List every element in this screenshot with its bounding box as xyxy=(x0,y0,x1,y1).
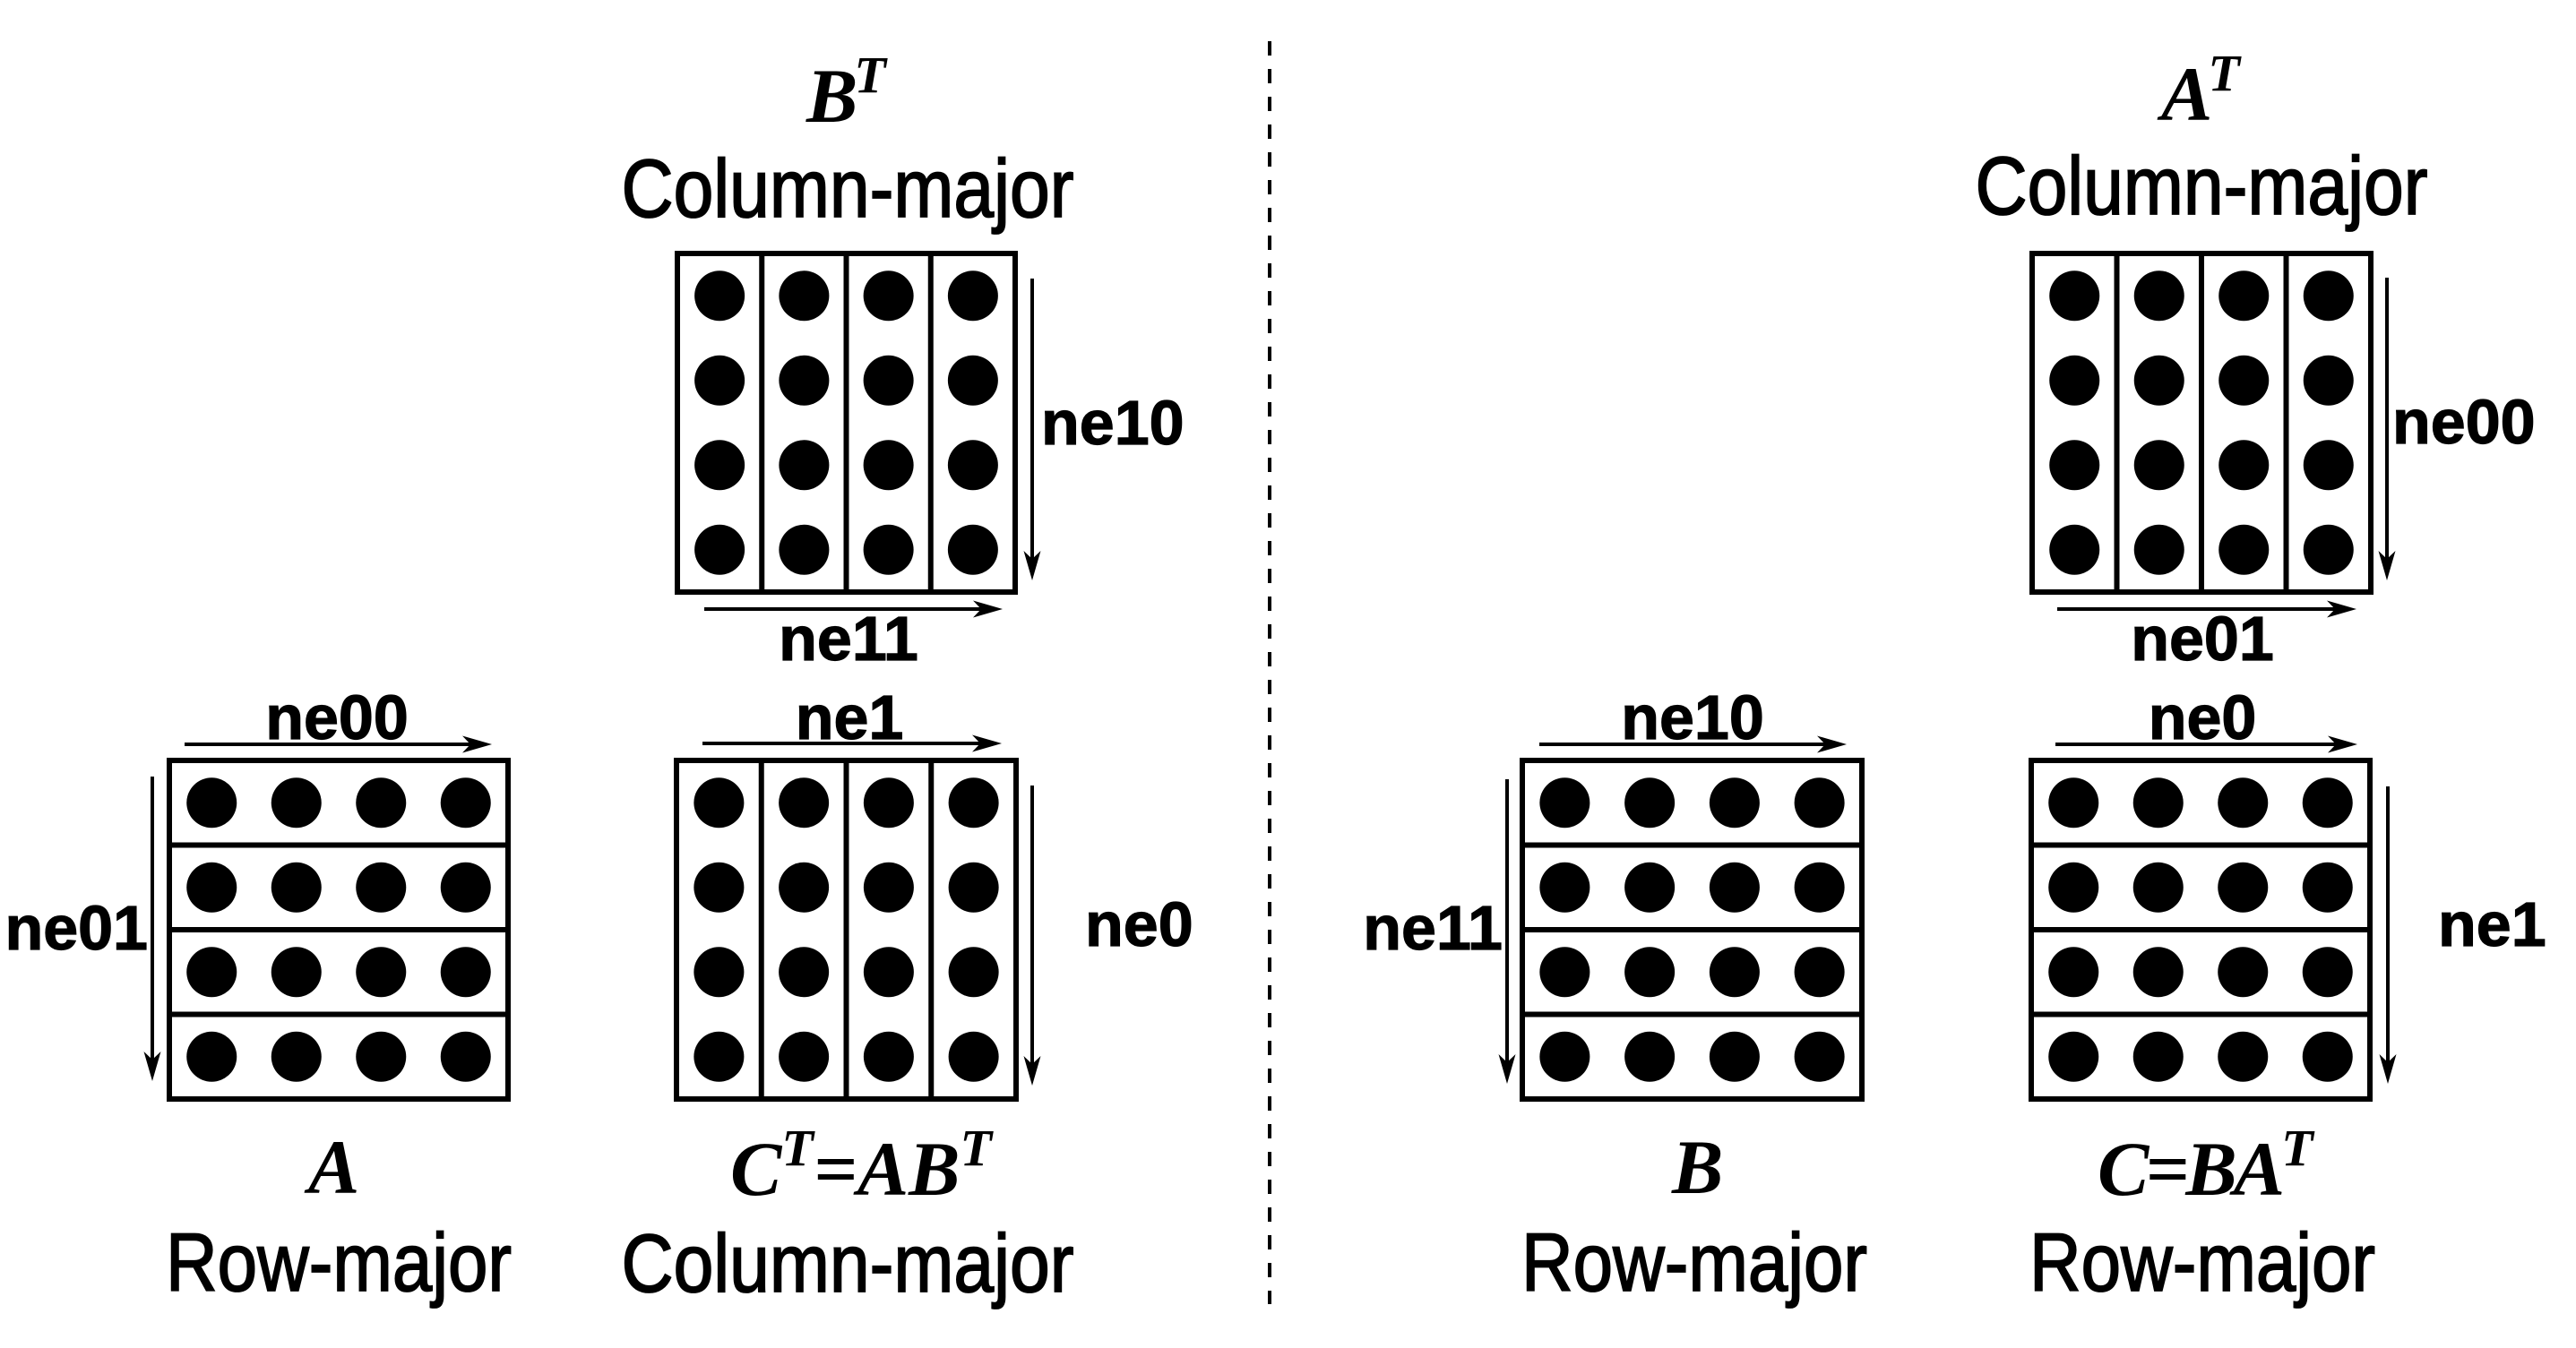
svg-text:Column-major: Column-major xyxy=(622,1218,1074,1309)
svg-text:Row-major: Row-major xyxy=(2029,1217,2375,1309)
svg-text:ne10: ne10 xyxy=(1041,388,1185,458)
svg-text:ne0: ne0 xyxy=(1085,889,1193,959)
svg-text:A: A xyxy=(304,1124,359,1210)
svg-text:ne11: ne11 xyxy=(779,604,918,674)
svg-text:Row-major: Row-major xyxy=(1521,1217,1867,1309)
svg-text:ne11: ne11 xyxy=(1363,893,1503,963)
svg-text:ne00: ne00 xyxy=(265,683,409,752)
svg-text:ne0: ne0 xyxy=(2149,683,2257,752)
svg-text:CT=ABT: CT=ABT xyxy=(730,1119,995,1212)
svg-text:Row-major: Row-major xyxy=(166,1217,512,1309)
svg-text:B: B xyxy=(1671,1124,1723,1210)
svg-text:ne01: ne01 xyxy=(2131,604,2274,674)
svg-text:C=BAT: C=BAT xyxy=(2098,1119,2315,1212)
svg-text:ne1: ne1 xyxy=(2438,889,2546,959)
svg-text:ne00: ne00 xyxy=(2392,387,2536,457)
svg-text:ne1: ne1 xyxy=(796,683,904,752)
svg-text:Column-major: Column-major xyxy=(1976,141,2428,232)
svg-text:Column-major: Column-major xyxy=(622,143,1074,235)
svg-text:ne10: ne10 xyxy=(1621,683,1764,752)
svg-text:ne01: ne01 xyxy=(4,893,148,963)
